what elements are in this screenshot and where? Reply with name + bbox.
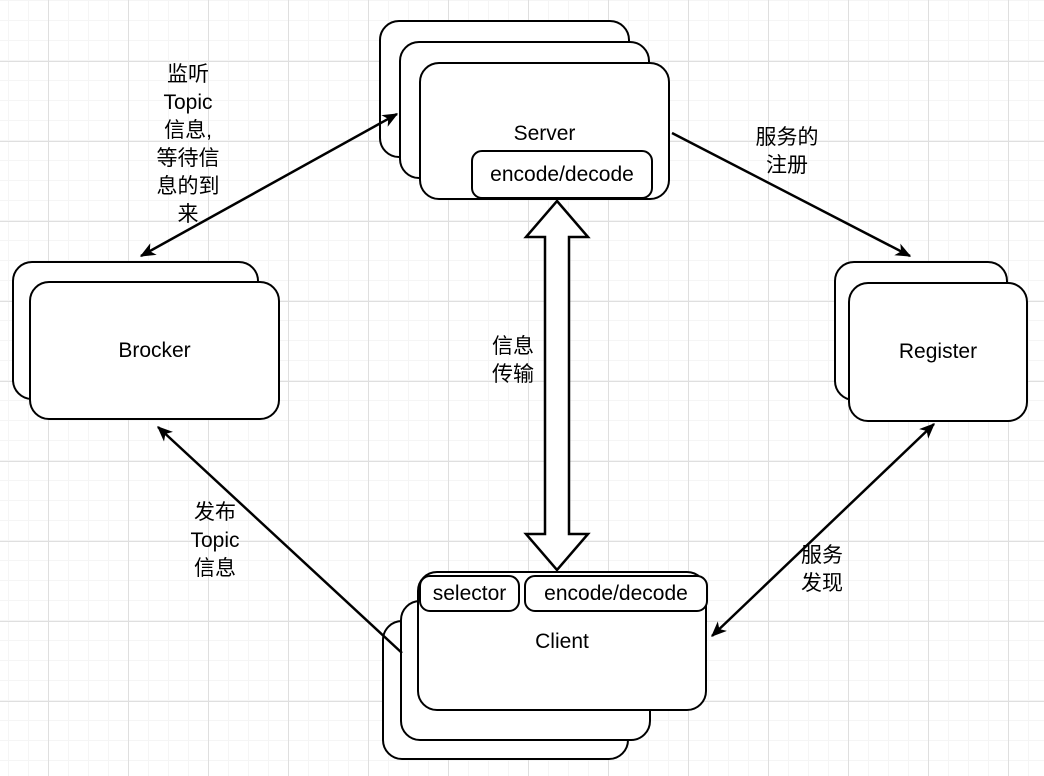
- client-selector-label: selector: [432, 581, 507, 605]
- client-node-title: Client: [535, 630, 589, 653]
- register-node[interactable]: Register: [848, 282, 1028, 422]
- edge-server-client-block-arrow[interactable]: [523, 199, 591, 572]
- edge-brocker-server[interactable]: [139, 112, 399, 258]
- server-encode-decode-box[interactable]: encode/decode: [471, 150, 653, 199]
- client-encode-decode-box[interactable]: encode/decode: [524, 575, 708, 612]
- edge-label-service-register: 服务的 注册: [755, 126, 819, 177]
- edge-label-listen-topic: 监听 Topic 信息, 等待信 息的到 来: [156, 63, 220, 226]
- edge-client-register[interactable]: [711, 423, 935, 637]
- edge-client-brocker[interactable]: [157, 426, 403, 654]
- edge-server-register[interactable]: [671, 131, 912, 258]
- client-node[interactable]: selector encode/decode Client: [417, 571, 708, 711]
- client-selector-box[interactable]: selector: [419, 575, 520, 612]
- register-node-title: Register: [898, 340, 978, 363]
- server-node-title: Server: [513, 122, 576, 145]
- edge-label-message-transfer: 信息 传输: [492, 335, 534, 386]
- brocker-node-title: Brocker: [118, 338, 191, 362]
- server-encode-decode-label: encode/decode: [490, 162, 634, 186]
- edge-label-service-discover: 服务 发现: [801, 544, 843, 595]
- brocker-node[interactable]: Brocker: [29, 281, 280, 420]
- client-encode-decode-label: encode/decode: [544, 581, 688, 605]
- edge-label-publish-topic: 发布 Topic 信息: [190, 501, 240, 580]
- server-node[interactable]: Server encode/decode: [419, 62, 670, 200]
